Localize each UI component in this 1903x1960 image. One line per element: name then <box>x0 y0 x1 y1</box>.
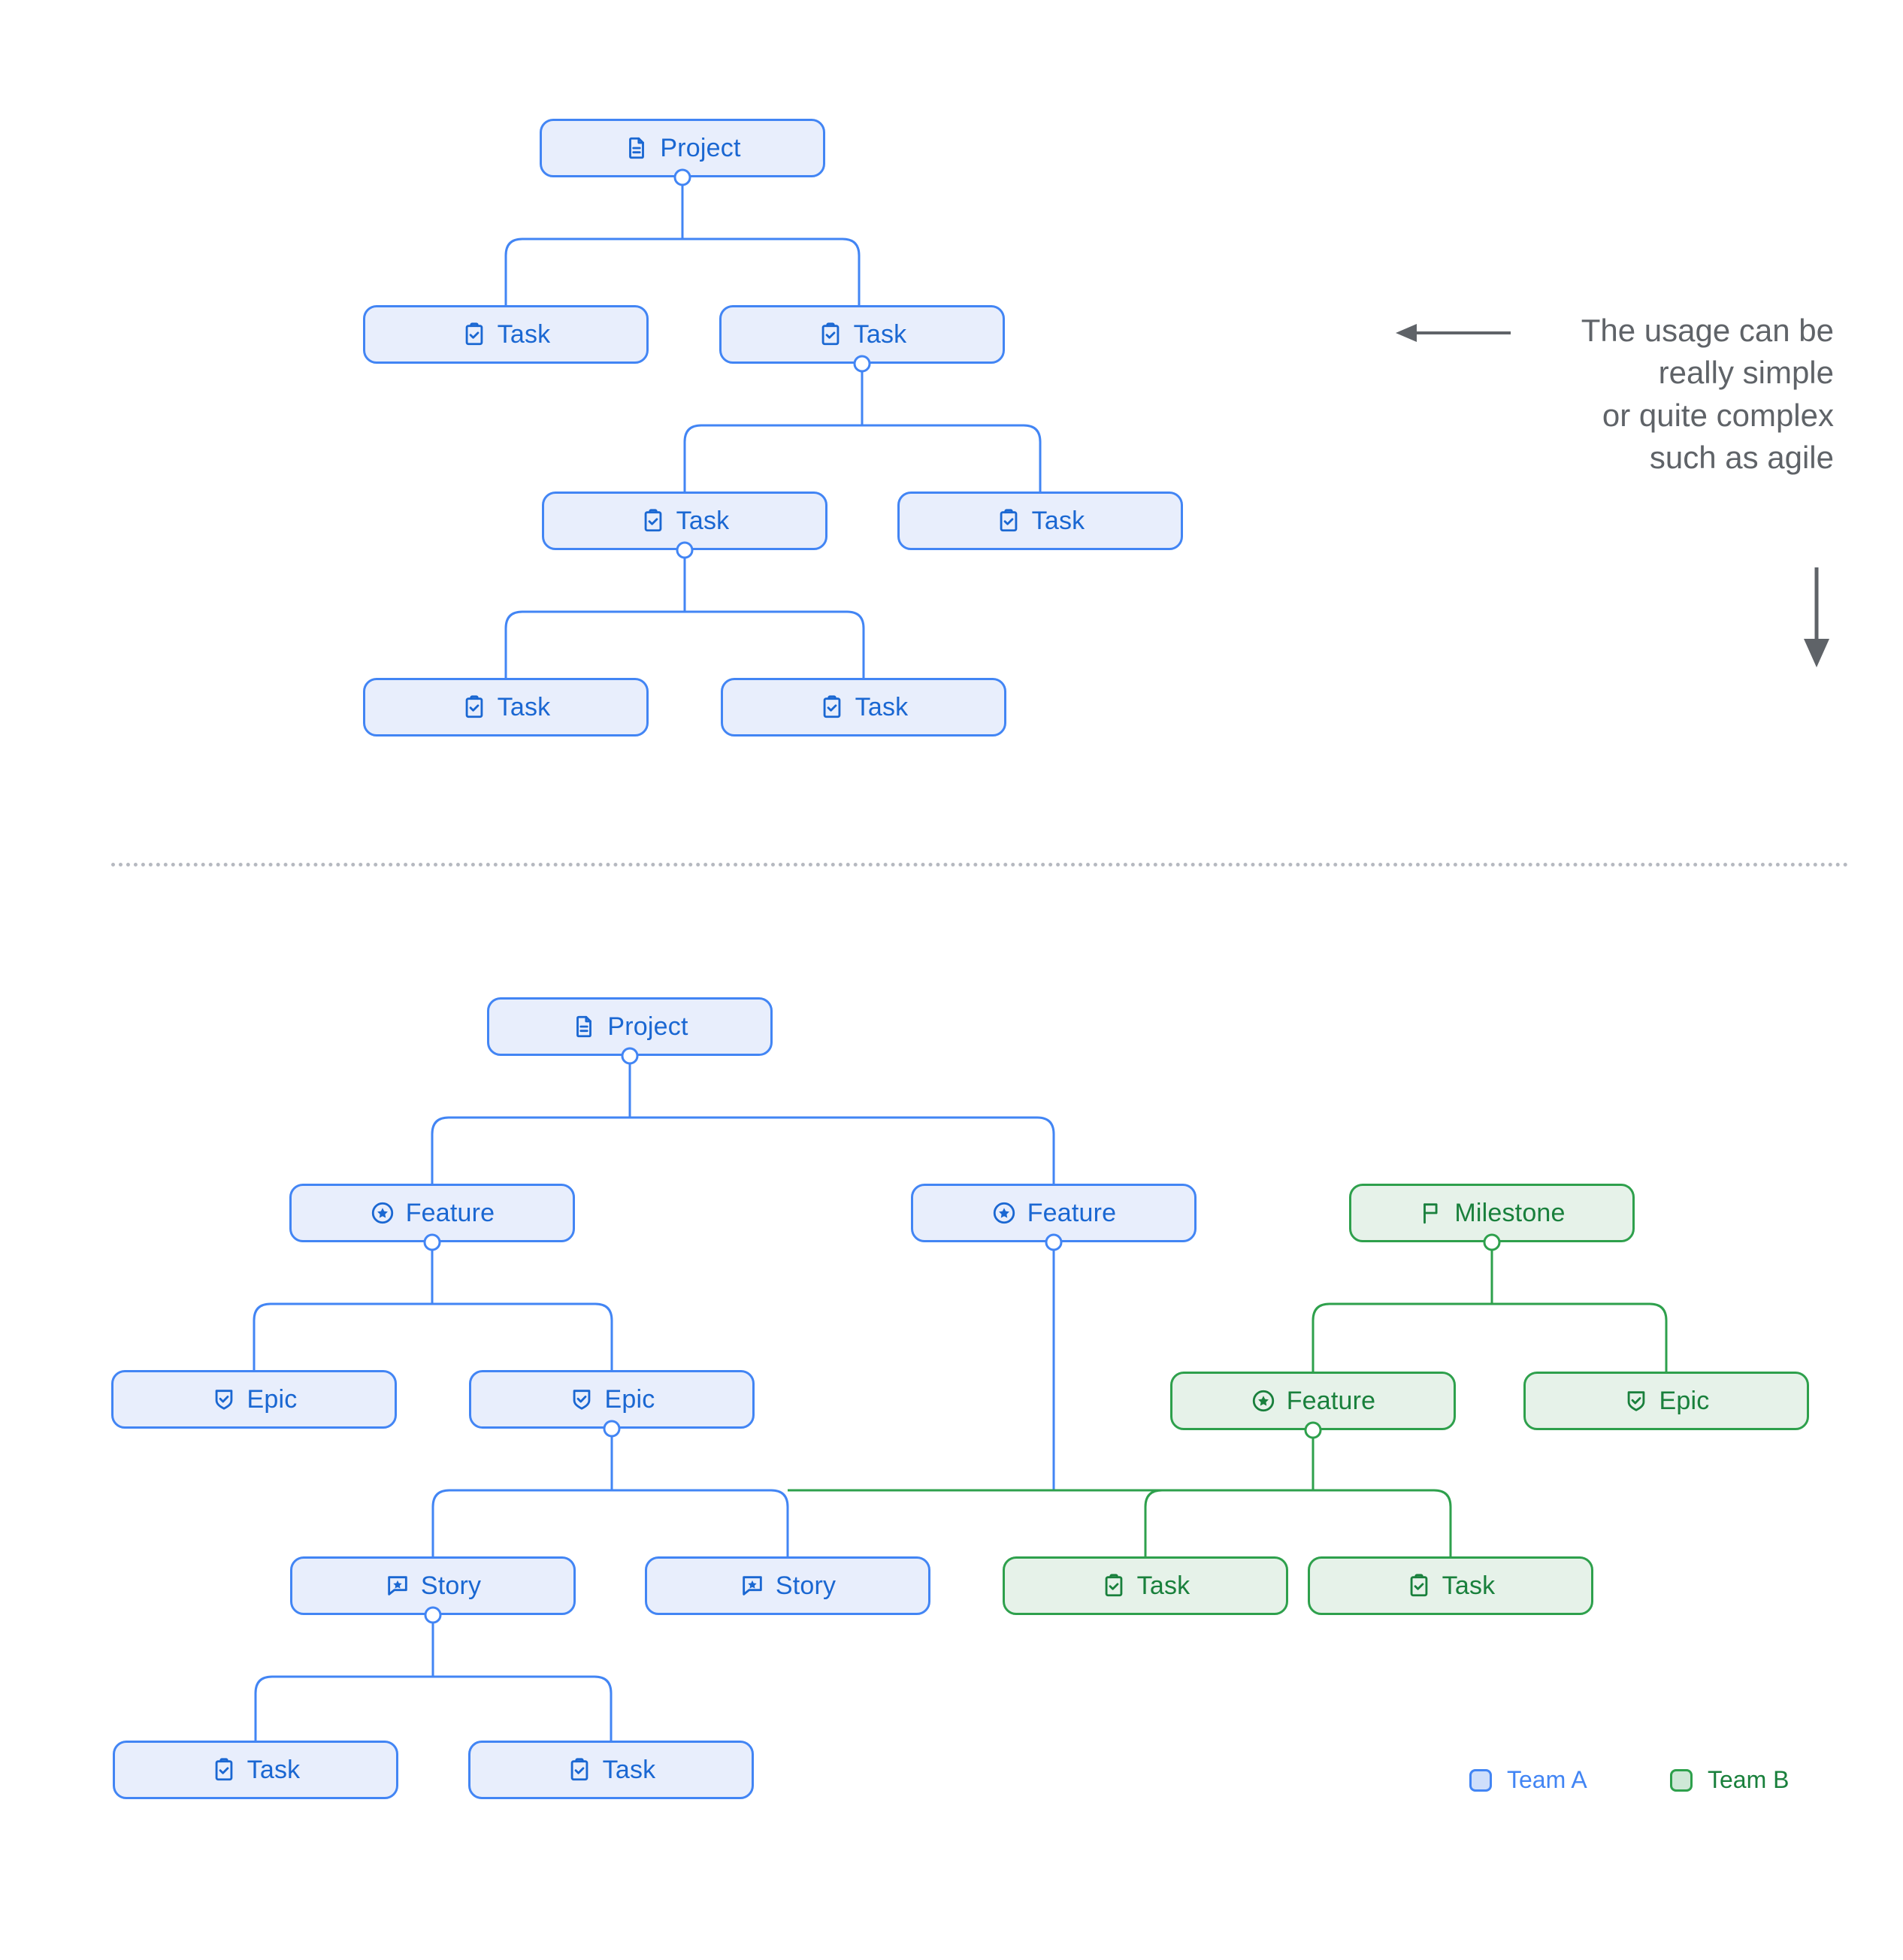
flag-icon <box>1423 1203 1438 1224</box>
legend-label: Team B <box>1708 1766 1790 1793</box>
clipboard-check-icon <box>1000 509 1017 532</box>
node-milestone[interactable]: Milestone <box>1349 1184 1635 1242</box>
node-story[interactable]: Story <box>290 1556 576 1615</box>
shield-check-icon <box>1627 1391 1644 1411</box>
node-epic[interactable]: Epic <box>469 1370 755 1429</box>
annotation-line-1: The usage can be <box>1581 313 1834 348</box>
star-circle-icon <box>371 1202 393 1224</box>
shield-check-icon <box>573 1390 590 1410</box>
legend-swatch-green <box>1670 1768 1693 1792</box>
node-label: Task <box>602 1756 656 1784</box>
node-task[interactable]: Task <box>721 678 1006 737</box>
clipboard-check-icon <box>1105 1574 1122 1597</box>
legend-swatch-blue <box>1469 1768 1492 1792</box>
section-divider <box>111 863 1849 867</box>
node-label: Epic <box>604 1385 655 1414</box>
clipboard-check-icon <box>465 695 483 718</box>
node-task[interactable]: Task <box>897 492 1183 550</box>
node-label: Story <box>420 1571 482 1600</box>
node-label: Task <box>497 693 551 721</box>
annotation-line-3: or quite complex <box>1602 397 1834 433</box>
star-circle-icon <box>993 1202 1015 1224</box>
node-label: Task <box>1442 1571 1496 1600</box>
node-task[interactable]: Task <box>468 1741 754 1799</box>
node-task[interactable]: Task <box>1308 1556 1593 1615</box>
annotation-line-2: really simple <box>1658 355 1834 391</box>
node-task[interactable]: Task <box>363 305 649 364</box>
node-label: Task <box>855 693 909 721</box>
node-epic[interactable]: Epic <box>1523 1372 1809 1430</box>
node-label: Task <box>1136 1571 1191 1600</box>
node-label: Task <box>247 1756 301 1784</box>
node-feature[interactable]: Feature <box>1170 1372 1456 1430</box>
node-project[interactable]: Project <box>487 997 773 1056</box>
node-label: Task <box>853 320 907 349</box>
annotation-line-4: such as agile <box>1649 439 1834 475</box>
legend-item-team-b[interactable]: Team B <box>1670 1766 1789 1794</box>
arrow-left-icon <box>1396 324 1511 342</box>
node-label: Project <box>660 134 741 162</box>
node-label: Milestone <box>1454 1199 1566 1227</box>
node-task[interactable]: Task <box>719 305 1005 364</box>
story-star-icon <box>743 1576 762 1596</box>
node-epic[interactable]: Epic <box>111 1370 397 1429</box>
document-icon <box>629 137 645 159</box>
legend-label: Team A <box>1507 1766 1587 1793</box>
clipboard-check-icon <box>821 322 839 346</box>
node-task[interactable]: Task <box>113 1741 398 1799</box>
node-story[interactable]: Story <box>645 1556 930 1615</box>
clipboard-check-icon <box>644 509 661 532</box>
clipboard-check-icon <box>215 1758 232 1781</box>
node-label: Feature <box>1286 1387 1376 1415</box>
star-circle-icon <box>1252 1390 1274 1412</box>
node-project[interactable]: Project <box>540 119 825 177</box>
node-label: Feature <box>1027 1199 1117 1227</box>
shield-check-icon <box>215 1390 232 1410</box>
node-feature[interactable]: Feature <box>289 1184 575 1242</box>
clipboard-check-icon <box>465 322 483 346</box>
node-label: Epic <box>1659 1387 1710 1415</box>
node-task[interactable]: Task <box>1003 1556 1288 1615</box>
node-label: Story <box>775 1571 837 1600</box>
document-icon <box>576 1015 592 1038</box>
story-star-icon <box>388 1576 407 1596</box>
node-label: Feature <box>405 1199 495 1227</box>
node-label: Task <box>676 507 730 535</box>
node-label: Epic <box>247 1385 298 1414</box>
node-label: Project <box>607 1012 688 1041</box>
node-label: Task <box>497 320 551 349</box>
arrow-down-icon <box>1804 567 1829 667</box>
node-feature[interactable]: Feature <box>911 1184 1197 1242</box>
annotation-text: The usage can be really simple or quite … <box>1293 310 1834 479</box>
node-task[interactable]: Task <box>363 678 649 737</box>
legend-item-team-a[interactable]: Team A <box>1469 1766 1587 1794</box>
node-label: Task <box>1031 507 1085 535</box>
clipboard-check-icon <box>570 1758 588 1781</box>
node-task[interactable]: Task <box>542 492 827 550</box>
clipboard-check-icon <box>1410 1574 1427 1597</box>
clipboard-check-icon <box>823 695 840 718</box>
